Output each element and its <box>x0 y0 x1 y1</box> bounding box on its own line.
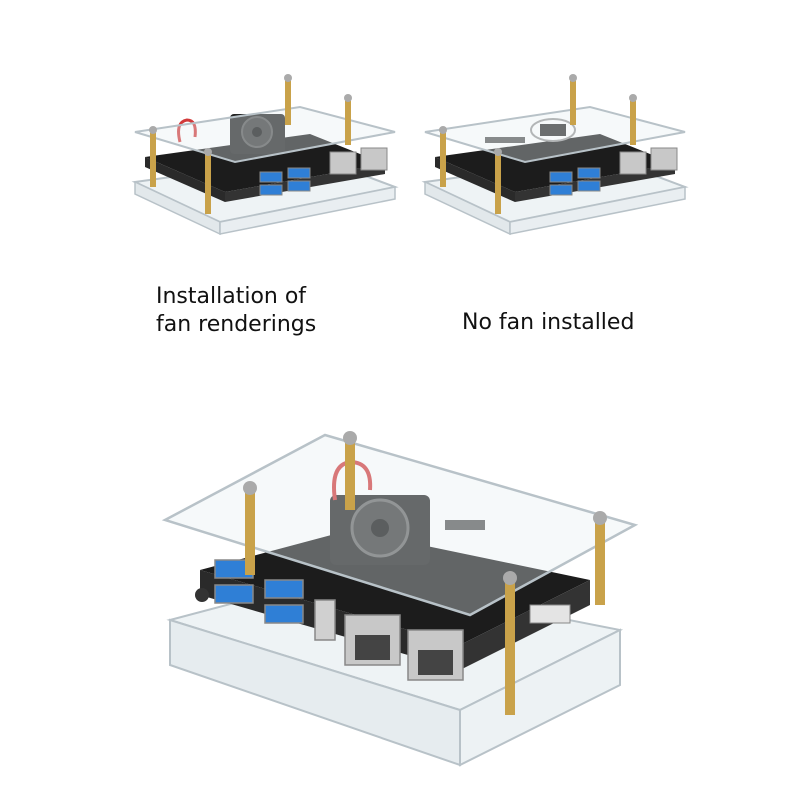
case-without-fan-image <box>415 62 695 262</box>
caption-with-fan-line2: fan renderings <box>156 312 317 337</box>
case-with-fan-image <box>125 62 405 262</box>
caption-no-fan: No fan installed <box>462 309 634 337</box>
caption-with-fan-line1: Installation of <box>156 284 307 309</box>
caption-with-fan: Installation of fan renderings <box>156 283 316 339</box>
caption-no-fan-text: No fan installed <box>462 310 635 335</box>
case-large-with-fan-image <box>150 420 650 780</box>
